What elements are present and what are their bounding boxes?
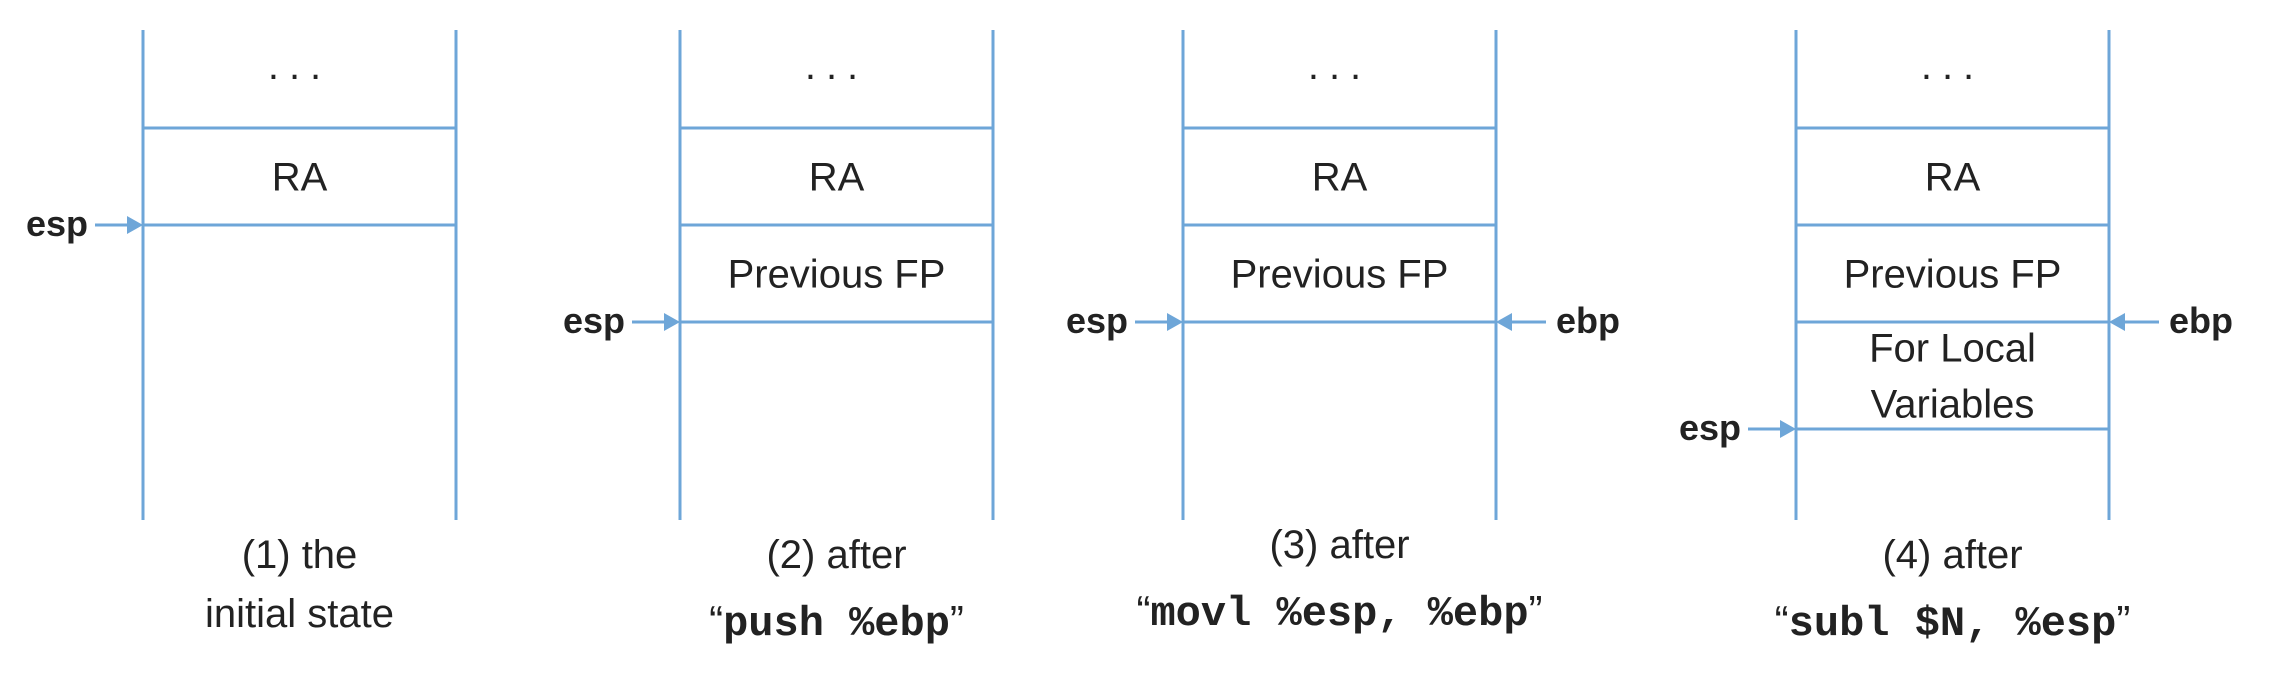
esp-arrow-head (127, 216, 143, 234)
caption-step: (3) after (1269, 523, 1409, 567)
pointer-label: ebp (1556, 300, 1620, 341)
stack-caption: (4) after “subl $N, %esp” (1775, 533, 2131, 648)
pointer-label: esp (1066, 300, 1128, 341)
stack-caption: (3) after “movl %esp, %ebp” (1136, 523, 1542, 638)
ebp-arrow-head (2109, 313, 2125, 331)
stack-cell-label: Previous FP (1844, 253, 2062, 297)
stack-cell-label: RA (1925, 156, 1981, 200)
caption-instruction: “subl $N, %esp” (1775, 597, 2131, 648)
caption-step: (4) after (1882, 533, 2022, 577)
caption-step: (2) after (766, 533, 906, 577)
stack-ellipsis: ... (1308, 44, 1371, 88)
ebp-pointer: ebp (2109, 300, 2233, 341)
esp-arrow-head (1167, 313, 1183, 331)
ebp-pointer: ebp (1496, 300, 1620, 341)
stack-cell-label: RA (1312, 156, 1368, 200)
esp-arrow-head (664, 313, 680, 331)
pointer-label: esp (26, 203, 88, 244)
esp-pointer: esp (1066, 300, 1183, 341)
esp-pointer: esp (1679, 407, 1796, 448)
caption-instruction: “movl %esp, %ebp” (1136, 587, 1542, 638)
stack-cell-label: Previous FP (1231, 253, 1449, 297)
stack-cell-label: RA (272, 156, 328, 200)
stack-2: ... RA Previous FP esp (2) after “push %ebp” (563, 30, 995, 648)
stack-caption: (1) the initial state (205, 533, 394, 636)
caption-step: (1) the (242, 533, 358, 577)
caption-description: initial state (205, 592, 394, 636)
stack-ellipsis: ... (1921, 44, 1984, 88)
pointer-label: esp (1679, 407, 1741, 448)
stack-3: ... RA Previous FP esp ebp (3) after “movl %es… (1066, 30, 1620, 638)
esp-pointer: esp (563, 300, 680, 341)
stack-ellipsis: ... (268, 44, 331, 88)
stack-cell-label: RA (809, 156, 865, 200)
stack-cell-label: Previous FP (728, 253, 946, 297)
stack-ellipsis: ... (805, 44, 868, 88)
stack-1: ... RA esp (1) the initial state (26, 30, 458, 636)
stack-caption: (2) after “push %ebp” (709, 533, 964, 648)
pointer-label: esp (563, 300, 625, 341)
pointer-label: ebp (2169, 300, 2233, 341)
ebp-arrow-head (1496, 313, 1512, 331)
esp-arrow-head (1780, 420, 1796, 438)
caption-instruction: “push %ebp” (709, 597, 964, 648)
esp-pointer: esp (26, 203, 143, 244)
